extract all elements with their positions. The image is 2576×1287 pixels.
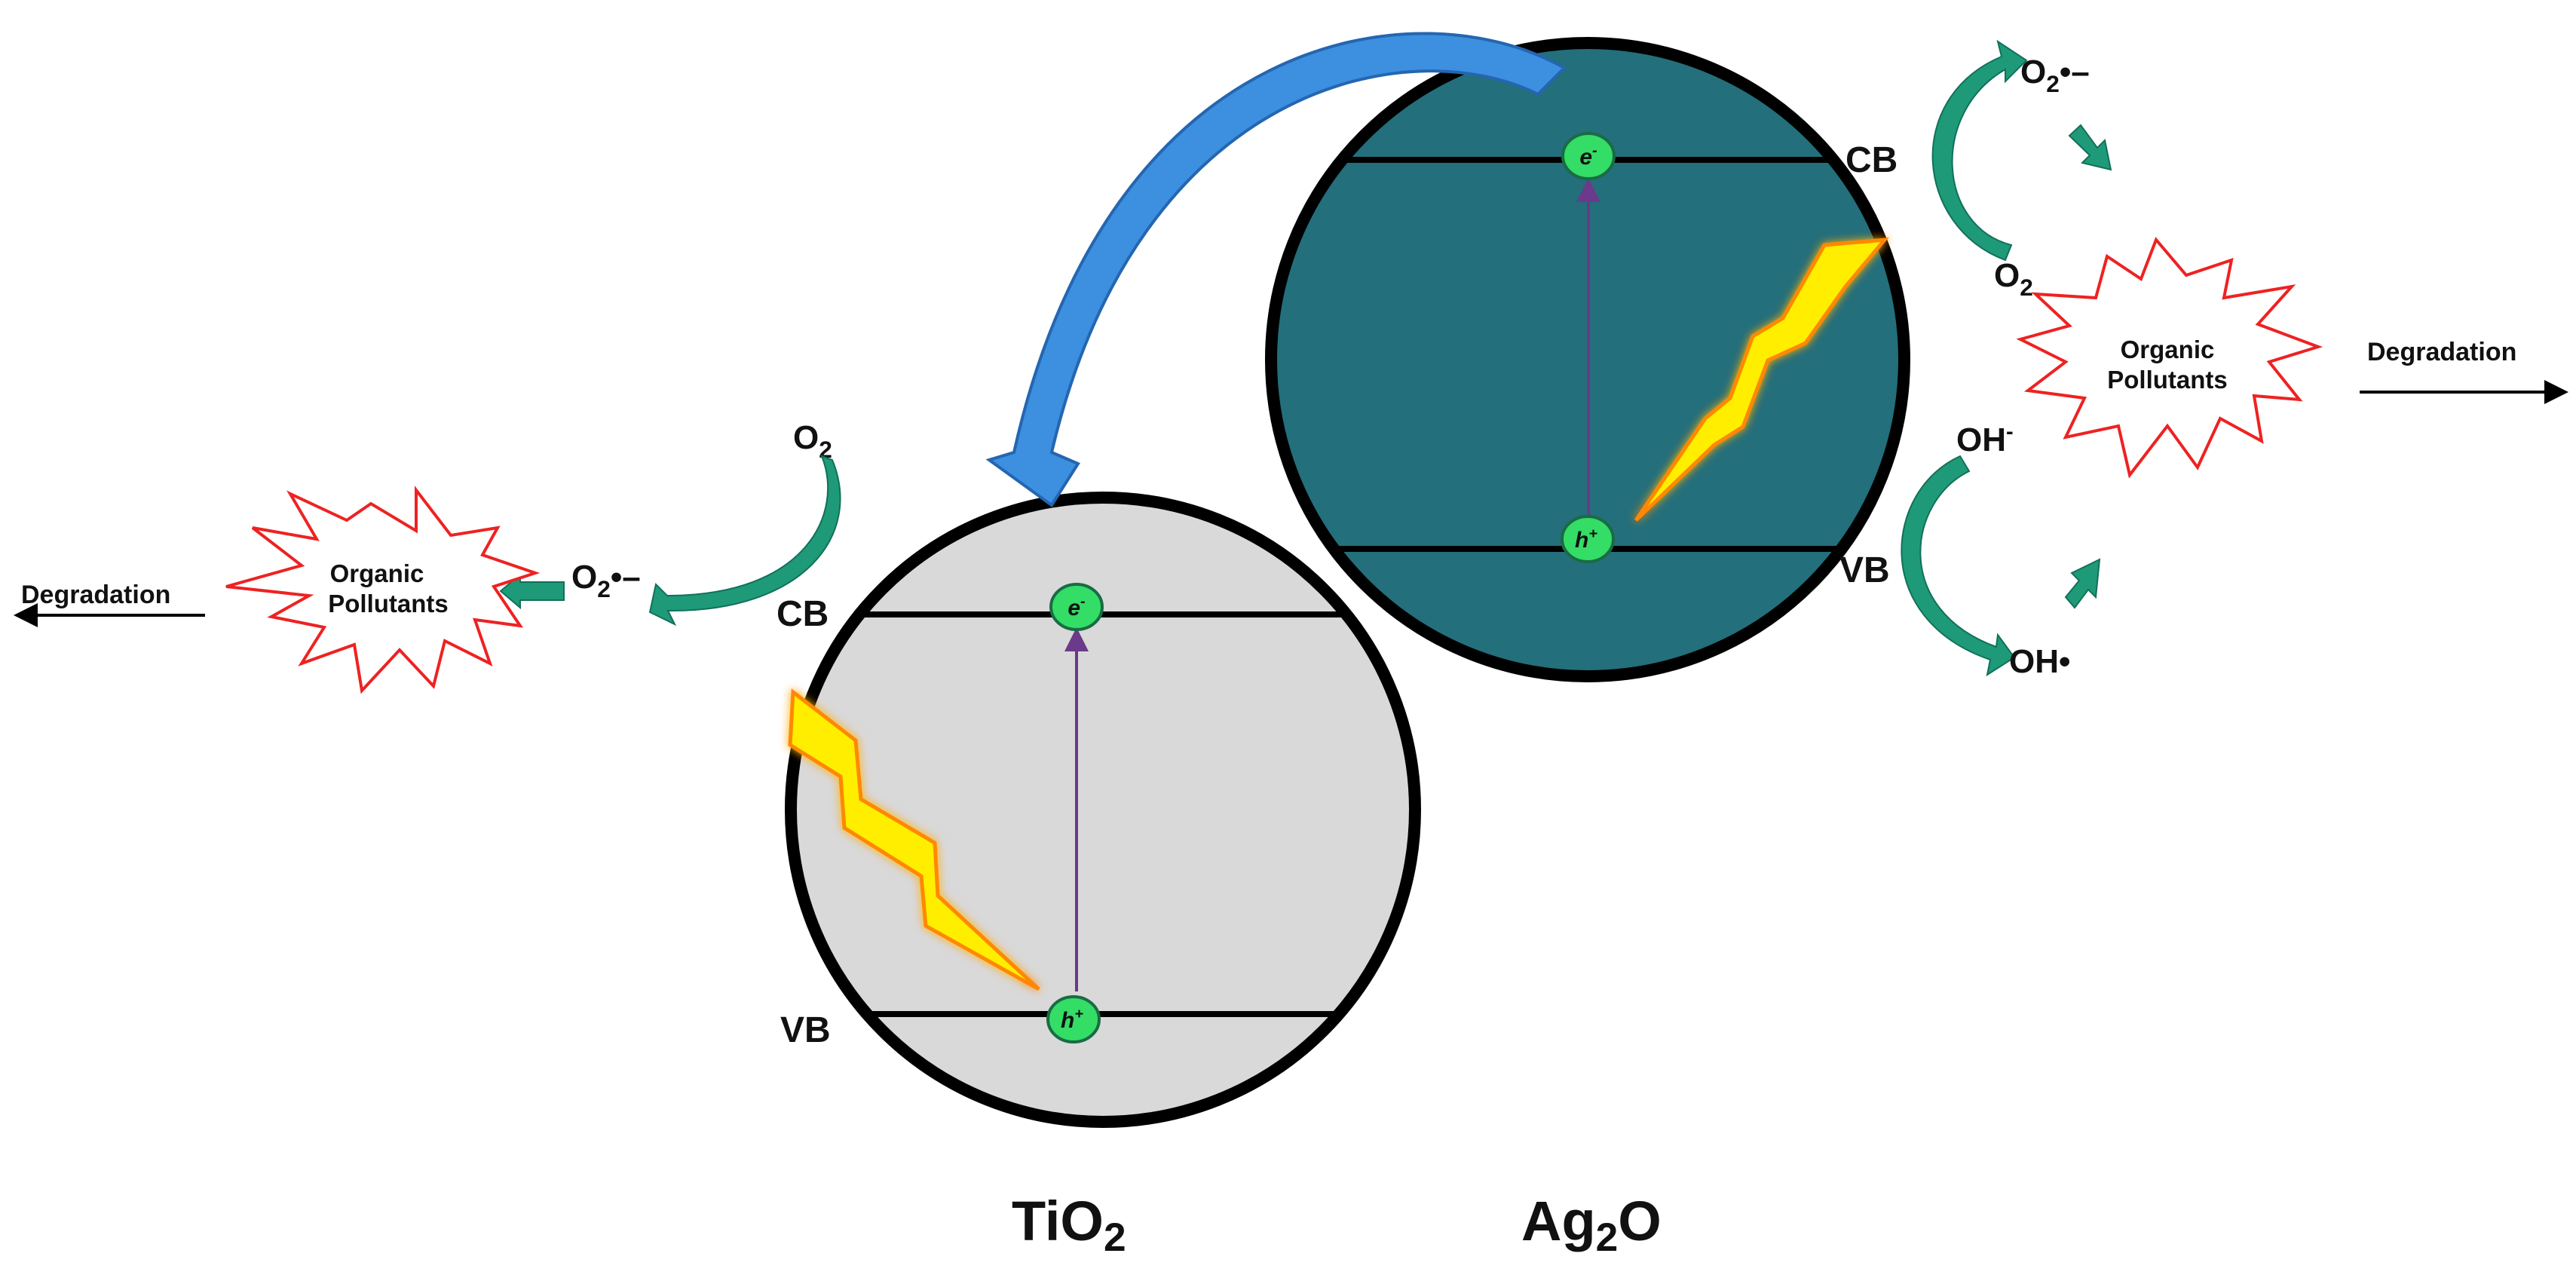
right-pollutant-line1: Organic [2121,336,2215,363]
right-reactions: O2•– O2 Organic Pollutants Degradation O… [1901,39,2568,680]
right-o2-label: O2 [1994,257,2033,301]
ag2o-vb-label: VB [1839,550,1890,590]
right-o2-curved-arrow [1931,39,2028,262]
left-pollutant-line1: Organic [330,559,424,587]
right-hydroxide-label: OH- [1956,420,2014,458]
right-degradation-label: Degradation [2367,338,2516,366]
svg-text:e-: e- [1067,593,1086,621]
right-hydroxyl-label: OH• [2009,643,2070,680]
tio2-electron [1049,583,1104,631]
ag2o-name: Ag2O [1521,1190,1662,1260]
ag2o-particle: e- h+ CB VB Ag2O [1265,37,1910,1260]
right-pollutant-line2: Pollutants [2107,366,2228,394]
left-degradation-label: Degradation [21,581,170,609]
left-pollutant-line2: Pollutants [328,590,449,617]
tio2-cb-label: CB [776,594,829,634]
svg-text:h+: h+ [1061,1006,1083,1033]
right-superoxide-label: O2•– [2020,54,2090,97]
left-o2-curved-arrow [648,455,841,627]
right-oh-curved-arrow [1901,455,2016,677]
tio2-vb-label: VB [780,1010,831,1050]
left-block-arrow [499,572,565,610]
left-o2-label: O2 [793,419,832,463]
tio2-lightning-icon [788,688,1040,991]
svg-text:h+: h+ [1575,526,1597,553]
right-down-arrow [2068,124,2112,171]
ag2o-electron [1561,132,1616,180]
left-pollutant-starburst [225,486,541,694]
left-superoxide-label: O2•– [571,559,641,602]
electron-transfer-arrow [985,32,1567,507]
right-pollutant-starburst [2016,237,2323,479]
tio2-circle [785,492,1421,1128]
ag2o-cb-label: CB [1845,140,1898,180]
tio2-name: TiO2 [1012,1190,1126,1260]
tio2-particle: e- h+ CB VB TiO2 [776,492,1421,1260]
left-reactions: O2 O2•– Organic Pollutants Degradation [14,419,841,694]
tio2-hole [1046,995,1101,1043]
right-up-arrow [2064,558,2101,609]
svg-text:e-: e- [1579,142,1597,170]
ag2o-lightning-icon [1634,237,1889,522]
ag2o-hole [1561,515,1615,563]
